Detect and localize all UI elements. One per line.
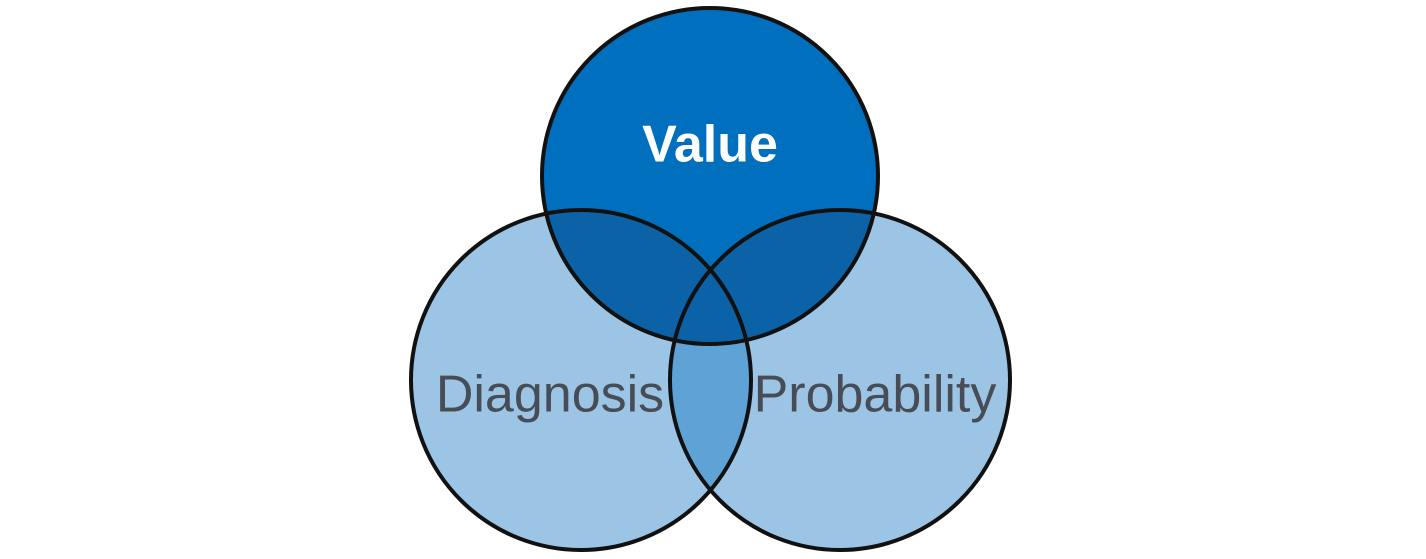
probability-label: Probability (754, 366, 997, 424)
value-diagnosis-overlap (542, 210, 751, 344)
diagnosis-outline (409, 208, 753, 552)
probability-outline (668, 208, 1012, 552)
value-probability-overlap (670, 210, 878, 344)
value-label: Value (642, 116, 778, 174)
value-outline (540, 6, 880, 346)
diagnosis-label: Diagnosis (436, 366, 664, 424)
